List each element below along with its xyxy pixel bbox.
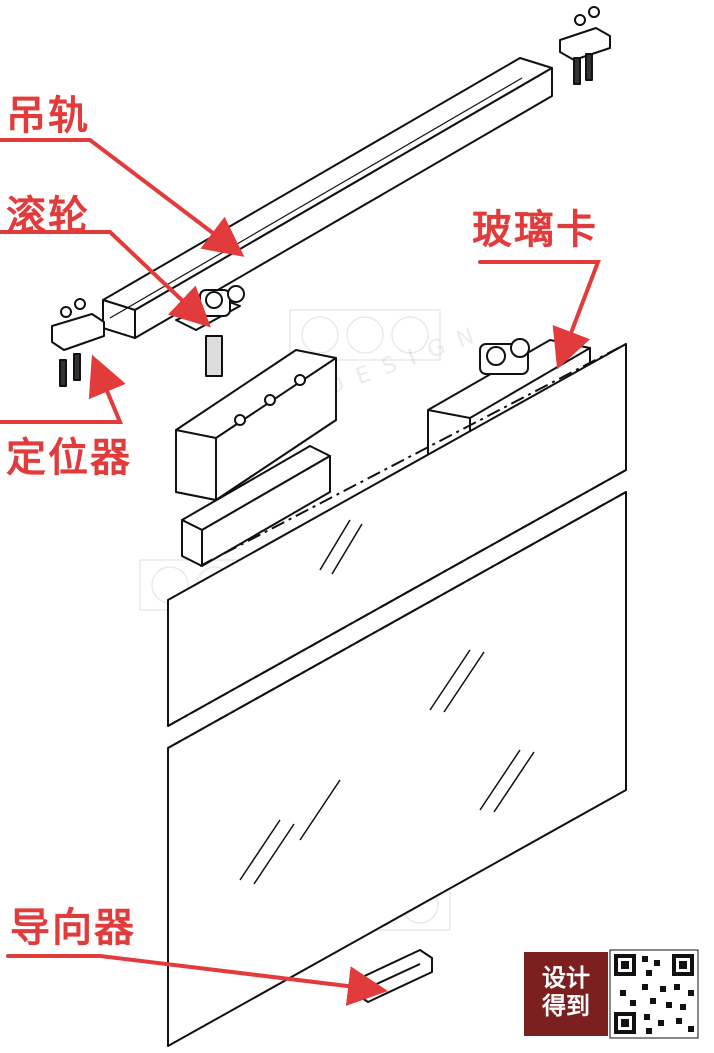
qr-code [609, 949, 699, 1039]
end-stopper-top [559, 6, 611, 85]
glass-reflections [239, 519, 535, 885]
brand-line-2: 得到 [542, 992, 590, 1020]
label-rail: 吊轨 [6, 93, 90, 139]
end-stopper-left [51, 298, 105, 387]
label-glass-clamp: 玻璃卡 [472, 207, 598, 253]
brand-line-1: 设计 [542, 964, 590, 992]
glass-clamp-left [175, 349, 337, 567]
glass-panel-lower [167, 491, 627, 1047]
cut-lines [167, 343, 627, 749]
leader-lines [0, 138, 601, 1006]
floor-guide [355, 949, 433, 1003]
label-roller: 滚轮 [6, 193, 90, 239]
brand-logo: 设计 得到 [524, 952, 608, 1036]
label-floor-guide: 导向器 [10, 905, 136, 951]
label-stopper: 定位器 [6, 435, 132, 481]
rail [102, 57, 553, 339]
